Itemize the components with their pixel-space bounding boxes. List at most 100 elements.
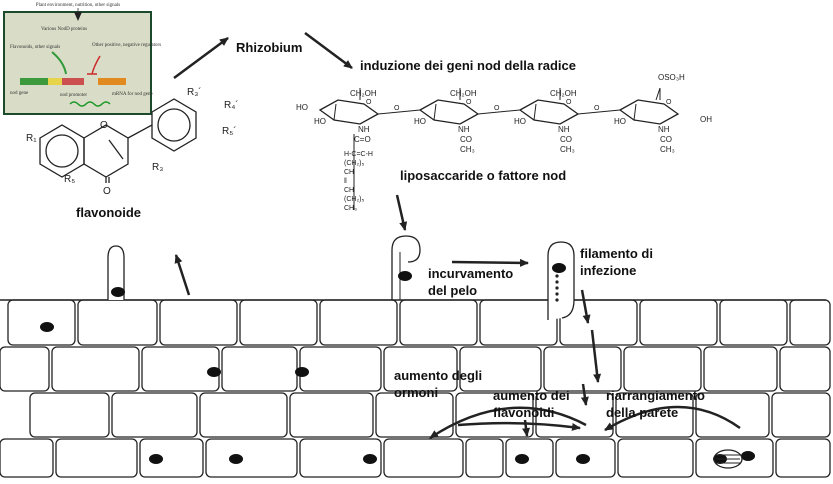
label-del-pelo: del pelo (428, 283, 478, 298)
root-cell (465, 438, 504, 478)
label-liposaccaride: liposaccaride o fattore nod (400, 168, 567, 183)
label-riarrangiamento: riarrangiamento (606, 388, 705, 403)
chain-segment: H-C=C-H (344, 151, 373, 158)
flavonoid-structure (39, 98, 197, 183)
root-cell (239, 299, 318, 346)
root-cell (779, 346, 831, 392)
inset-header: Plant environment, nutrition, other sign… (36, 3, 120, 8)
root-cell (375, 392, 454, 438)
root-hair-curled (391, 235, 421, 300)
label-aumento-ormoni: aumento degli (394, 368, 483, 383)
label-infezione: infezione (580, 263, 637, 278)
root-cell (383, 346, 458, 392)
ring-co: CO (460, 135, 472, 144)
root-cell (299, 438, 382, 478)
inset-frame (3, 11, 152, 115)
nucleus (741, 451, 755, 461)
root-cell (771, 392, 831, 438)
activation-arrow (51, 51, 67, 75)
bacterium-dot (555, 292, 559, 296)
arrow-to-rhizobium (173, 36, 229, 80)
arrow-curling-to-thread (451, 258, 529, 267)
curve-to-hormones (429, 406, 587, 440)
glycosidic-o: O (394, 105, 400, 112)
nucleus (40, 322, 54, 332)
arrow-to-center (580, 383, 589, 406)
flavonoid-r5: R₅ (64, 174, 75, 185)
root-cell (543, 346, 622, 392)
flavonoid-keto-oxygen: O (103, 186, 111, 197)
ring-nh: NH (358, 125, 370, 134)
label-incurvamento: incurvamento (428, 266, 514, 281)
chain-segment: ‖ (344, 178, 347, 185)
root-cell (775, 438, 831, 478)
root-cell (29, 392, 110, 438)
nucleus (363, 454, 377, 464)
label-induzione: induzione dei geni nod della radice (360, 58, 576, 73)
label-rhizobium: Rhizobium (236, 40, 303, 55)
root-cell (505, 438, 554, 478)
ring-ch3: CH₃ (660, 145, 675, 154)
root-cell (399, 299, 478, 346)
inset-center-label: Various NodD proteins (41, 27, 87, 32)
process-arrows (173, 31, 741, 440)
root-cell (383, 438, 464, 478)
flavonoid-r1: R₁ (26, 133, 37, 144)
nucleus (295, 367, 309, 377)
ring-nh: NH (558, 125, 570, 134)
root-cell (299, 346, 382, 392)
mrna-wave (69, 101, 111, 107)
label-filamento: filamento di (580, 246, 653, 261)
inset-left-label: Flavonoids, other signals (10, 45, 60, 50)
root-cell (141, 346, 220, 392)
root-cell (789, 299, 831, 346)
root-cell (199, 392, 288, 438)
nod-factor-structure: CH₂OHOHONHC=OOCH₂OHOHONHCOCH₃OCH₂OHOHONH… (296, 73, 712, 212)
ring-ch2oh: CH₂OH (550, 89, 577, 98)
root-cell (55, 438, 138, 478)
ring-ho: HO (514, 117, 526, 126)
arrow-to-induction (304, 31, 353, 70)
bacterium-dot (555, 298, 559, 302)
root-cell (459, 346, 542, 392)
root-cell (695, 438, 774, 478)
glycosidic-o: O (494, 105, 500, 112)
root-cell (111, 392, 198, 438)
ring-co: CO (560, 135, 572, 144)
root-cell (51, 346, 140, 392)
arrow-flavonoids-down (522, 419, 530, 437)
nucleus (552, 263, 566, 273)
root-cell (77, 299, 158, 346)
ring-ch3: CH₃ (560, 145, 575, 154)
nod-gene-block (20, 78, 48, 85)
nod-gene-inset: Plant environment, nutrition, other sign… (3, 3, 161, 115)
label-ormoni: ormoni (394, 385, 439, 400)
root-cell (639, 299, 718, 346)
bacterium-dot (555, 286, 559, 290)
root-cell (479, 299, 558, 346)
ring-co: CO (660, 135, 672, 144)
flavonoid-r5p: R₅´ (222, 125, 237, 137)
curve-to-center (457, 421, 581, 431)
root-cell (159, 299, 238, 346)
root-cell (139, 438, 204, 478)
arrow-thread-down-2 (590, 329, 602, 383)
label-flavonoide: flavonoide (76, 205, 142, 220)
ring-oxygen: O (366, 99, 372, 106)
nucleus (398, 271, 412, 281)
inset-mrna: mRNA for nod gene (112, 92, 153, 97)
arrow-root-to-flavonoid (174, 254, 191, 296)
dividing-nucleus (713, 449, 743, 469)
root-cell (617, 438, 694, 478)
ring-nh: NH (458, 125, 470, 134)
root-cell (221, 346, 298, 392)
root-cell (289, 392, 374, 438)
chain-segment: CH (344, 169, 354, 176)
label-aumento-flavonoidi: aumento dei (493, 388, 570, 403)
nucleus (111, 287, 125, 297)
flavonoid-r3p: R₃´ (187, 86, 202, 98)
flavonoid-r4p: R₄´ (224, 99, 239, 111)
root-cell (455, 392, 534, 438)
